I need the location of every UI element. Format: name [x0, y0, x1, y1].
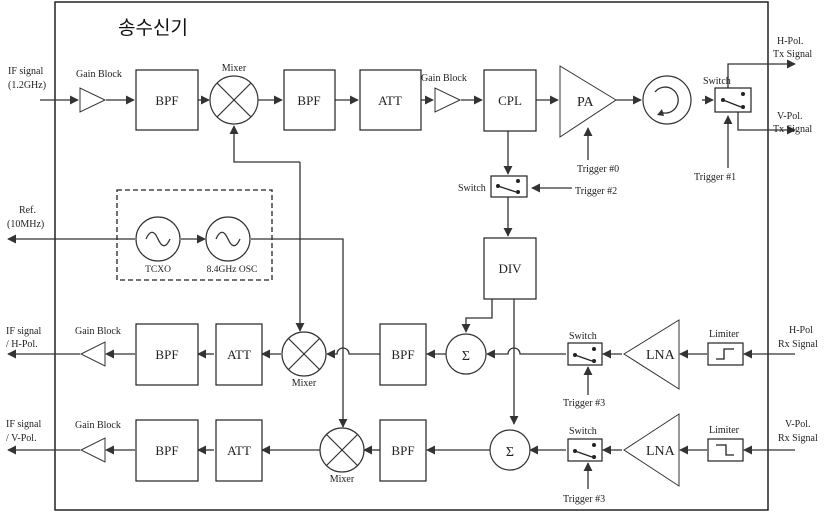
mixer-rx-v-label: Mixer: [330, 474, 355, 485]
osc-8-4ghz: [205, 216, 251, 262]
circulator-icon: [642, 75, 692, 125]
bpf-rx-v-1-label: BPF: [391, 443, 414, 458]
lna-h: [623, 319, 680, 390]
bpf-rx-h-2-label: BPF: [155, 347, 178, 362]
if-input-label-1: IF signal: [8, 66, 44, 77]
transceiver-frame: [54, 1, 769, 511]
bpf-rx-v-2-label: BPF: [155, 443, 178, 458]
gain-block-rx-h: [79, 341, 106, 367]
lna-h-label: LNA: [646, 348, 676, 363]
h-tx-label-2: Tx Signal: [773, 49, 812, 60]
trigger-3-h-label: Trigger #3: [563, 398, 605, 409]
mixer-rx-h: [281, 331, 327, 377]
lna-v: [623, 413, 680, 487]
bpf-rx-h-1: [379, 323, 427, 386]
bpf-rx-v-2: [135, 419, 199, 482]
summer-v: [489, 429, 531, 471]
gain-block-rx-v: [79, 437, 106, 463]
switch-rx-h: [567, 342, 603, 366]
bpf-rx-v-1: [379, 419, 427, 482]
att-tx-label: ATT: [378, 93, 402, 108]
gain-block-label: Gain Block: [76, 69, 122, 80]
switch-rx-v-label: Switch: [569, 426, 597, 437]
limiter-h: [707, 342, 744, 366]
h-rx-label-1: H-Pol: [789, 325, 813, 336]
if-out-v-label-1: IF signal: [6, 419, 42, 430]
bpf-tx-1-label: BPF: [155, 93, 178, 108]
switch-rx-v: [567, 438, 603, 462]
if-input-label-2: (1.2GHz): [8, 80, 46, 91]
rx-v-chain: Limiter LNA Switch Trigger #3 Σ BPF Mixe…: [6, 322, 818, 505]
mixer-tx-label: Mixer: [222, 63, 247, 74]
att-tx: [359, 69, 422, 131]
h-rx-label-2: Rx Signal: [778, 339, 818, 350]
oscillator-group: [116, 189, 273, 281]
summer-h-symbol: Σ: [462, 349, 470, 364]
if-out-h-label-1: IF signal: [6, 326, 42, 337]
summer-h: [445, 333, 487, 375]
att-rx-h: [215, 323, 263, 386]
gain-block-label: Gain Block: [421, 73, 467, 84]
tcxo-oscillator: [135, 216, 181, 262]
cpl-block: [483, 69, 537, 132]
ref-label-2: (10MHz): [7, 219, 44, 230]
v-tx-label-2: Tx Signal: [773, 124, 812, 135]
osc-label: 8.4GHz OSC: [207, 265, 258, 275]
bpf-tx-1: [135, 69, 199, 131]
cpl-label: CPL: [498, 93, 522, 108]
summer-v-symbol: Σ: [506, 445, 514, 460]
mixer-tx: [209, 75, 259, 125]
tx-chain: Gain Block BPF Mixer BPF ATT Gain Block …: [8, 36, 812, 237]
att-rx-v-label: ATT: [227, 443, 251, 458]
if-out-v-label-2: / V-Pol.: [6, 433, 37, 444]
trigger-3-v-label: Trigger #3: [563, 494, 605, 505]
switch-coupler-label: Switch: [458, 183, 486, 194]
bpf-tx-2-label: BPF: [297, 93, 320, 108]
div-label: DIV: [498, 261, 522, 276]
limiter-h-label: Limiter: [709, 329, 740, 340]
gain-block-label: Gain Block: [75, 326, 121, 337]
switch-coupler: [490, 175, 528, 198]
lna-v-label: LNA: [646, 444, 676, 459]
att-rx-h-label: ATT: [227, 347, 251, 362]
switch-rx-h-label: Switch: [569, 331, 597, 342]
mixer-rx-v: [319, 427, 365, 473]
diagram-title: 송수신기: [118, 17, 188, 39]
bpf-rx-h-1-label: BPF: [391, 347, 414, 362]
gain-block-tx-2: [434, 87, 462, 113]
rx-h-chain: Limiter LNA Switch Trigger #3 Σ BPF Mixe…: [6, 299, 818, 425]
pa-label: PA: [577, 95, 595, 110]
bpf-tx-2: [283, 69, 336, 131]
trigger-1-label: Trigger #1: [694, 172, 736, 183]
att-rx-v: [215, 419, 263, 482]
limiter-v: [707, 438, 744, 462]
v-rx-label-2: Rx Signal: [778, 433, 818, 444]
mixer-rx-h-label: Mixer: [292, 378, 317, 389]
switch-tx: [714, 87, 752, 113]
gain-block-label: Gain Block: [75, 420, 121, 431]
bpf-rx-h-2: [135, 323, 199, 386]
limiter-v-label: Limiter: [709, 425, 740, 436]
h-tx-label-1: H-Pol.: [777, 36, 803, 47]
v-tx-label-1: V-Pol.: [777, 111, 802, 122]
v-rx-label-1: V-Pol.: [785, 419, 810, 430]
divider-block: [483, 237, 537, 300]
if-out-h-label-2: / H-Pol.: [6, 339, 38, 350]
trigger-2-label: Trigger #2: [575, 186, 617, 197]
trigger-0-label: Trigger #0: [577, 164, 619, 175]
ref-label-1: Ref.: [19, 205, 36, 216]
tcxo-label: TCXO: [145, 265, 171, 275]
switch-tx-label: Switch: [703, 76, 731, 87]
gain-block-tx-input: [79, 87, 107, 113]
power-amplifier: [559, 65, 617, 138]
lo-reference: TCXO 8.4GHz OSC Ref. (10MHz): [7, 125, 344, 415]
